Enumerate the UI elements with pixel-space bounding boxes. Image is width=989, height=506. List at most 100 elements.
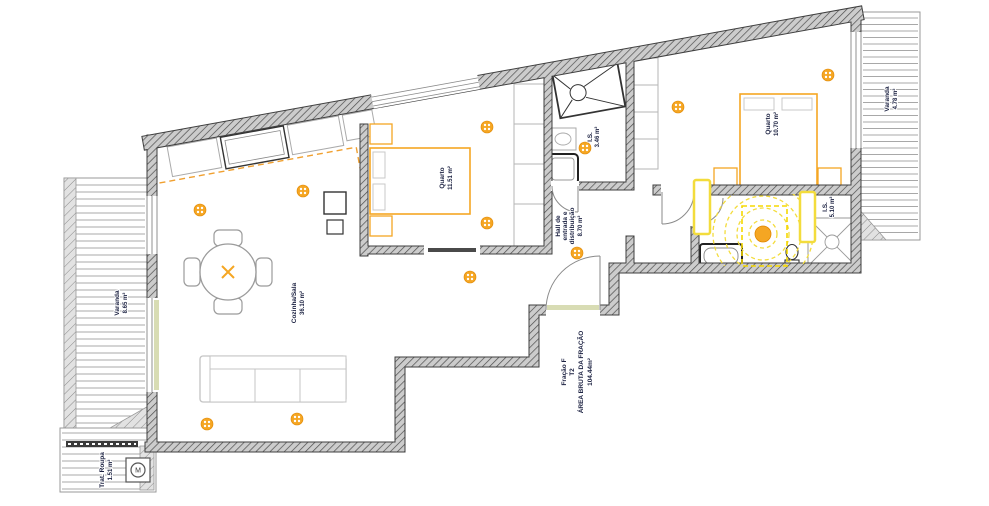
ceiling-light-hole (483, 123, 487, 127)
radiator-highlight-right (798, 190, 817, 244)
svg-text:Trat. Roupa: Trat. Roupa (99, 452, 106, 488)
bed-2 (713, 93, 842, 189)
overhead-cabinet-dashed-line (159, 146, 367, 203)
ceiling-light-hole (299, 187, 303, 191)
svg-text:Fração F: Fração F (561, 358, 568, 385)
ceiling-light-icon (480, 120, 494, 134)
ceiling-light-hole (466, 273, 470, 277)
ceiling-light-hole (678, 103, 682, 107)
ceiling-light-hole (483, 127, 487, 131)
kitchen-tall-units (323, 191, 347, 235)
svg-text:Cozinha/Sala: Cozinha/Sala (291, 282, 298, 323)
ceiling-light-body (671, 100, 685, 114)
highlight-dot (754, 225, 772, 243)
heating-highlight (692, 178, 817, 267)
ceiling-light-hole (297, 419, 301, 423)
svg-text:I.S.: I.S. (587, 132, 594, 142)
ceiling-light-body (290, 412, 304, 426)
sill-entry (547, 305, 599, 310)
oven-unit (323, 191, 347, 215)
ceiling-light-icon (821, 68, 835, 82)
window-left-upper (146, 196, 158, 254)
svg-text:T2: T2 (569, 368, 576, 376)
ceiling-light-hole (207, 420, 211, 424)
ceiling-light-hole (487, 223, 491, 227)
ceiling-light-hole (303, 191, 307, 195)
window-gap (370, 74, 480, 109)
ceiling-light-hole (678, 107, 682, 111)
ceiling-light-body (463, 270, 477, 284)
svg-text:distribuição: distribuição (569, 208, 576, 245)
chair (183, 257, 201, 287)
svg-text:8.65 m²: 8.65 m² (122, 293, 129, 314)
room-label-varanda-right: Varanda 4.78 m² (883, 85, 900, 113)
ceiling-light-hole (581, 144, 585, 148)
svg-text:104.44m²: 104.44m² (587, 357, 594, 386)
ceiling-light-hole (196, 210, 200, 214)
ceiling-light-hole (200, 206, 204, 210)
bed-1 (369, 123, 471, 237)
kitchen-appliance-unit (219, 125, 290, 170)
balcony-right-outline (855, 11, 921, 241)
svg-text:11.51 m²: 11.51 m² (447, 166, 454, 190)
laundry-area: M (59, 427, 157, 493)
ceiling-light-hole (573, 249, 577, 253)
wardrobe-2 (631, 57, 659, 170)
ceiling-light-hole (483, 219, 487, 223)
ceiling-light-hole (487, 123, 491, 127)
ceiling-light-icon (200, 417, 214, 431)
wall-segment (142, 6, 864, 150)
svg-text:4.78 m²: 4.78 m² (892, 89, 899, 110)
ceiling-light-hole (585, 144, 589, 148)
ceiling-light-body (193, 203, 207, 217)
ceiling-light-icon (671, 100, 685, 114)
ceiling-light-body (200, 417, 214, 431)
svg-text:entrada e: entrada e (562, 211, 569, 240)
ceiling-light-hole (207, 424, 211, 428)
ceiling-light-icon (570, 246, 584, 260)
balcony-left (63, 177, 157, 449)
dining-table (183, 229, 273, 315)
room-label-is-1: I.S. 3.46 m² (586, 126, 602, 149)
ceiling-light-hole (828, 71, 832, 75)
ceiling-light-hole (293, 415, 297, 419)
ceiling-light-hole (674, 103, 678, 107)
svg-text:10.70 m²: 10.70 m² (773, 112, 780, 136)
ceiling-lights (193, 68, 835, 431)
svg-text:5.10 m²: 5.10 m² (829, 197, 836, 218)
svg-text:3.46 m²: 3.46 m² (594, 127, 601, 148)
room-labels: Varanda 8.65 m² Cozinha/Sala 36.10 m² Qu… (98, 85, 900, 489)
shower-tray-1 (551, 62, 627, 120)
kitchen-counter-2 (286, 115, 345, 156)
is1-fixtures (547, 127, 579, 185)
ceiling-light-hole (577, 249, 581, 253)
kitchen-counter-1 (166, 137, 223, 178)
washbasin (549, 127, 577, 151)
ceiling-light-body (296, 184, 310, 198)
shower-highlight-zone (741, 205, 788, 267)
svg-text:ÁREA BRUTA DA FRAÇÃO: ÁREA BRUTA DA FRAÇÃO (576, 331, 585, 414)
ceiling-light-hole (573, 253, 577, 257)
ceiling-light-body (480, 120, 494, 134)
balcony-door-left (146, 298, 153, 392)
svg-text:1.51 m²: 1.51 m² (107, 460, 114, 481)
svg-text:I.S.: I.S. (822, 202, 829, 212)
ceiling-light-hole (577, 253, 581, 257)
ceiling-light-hole (303, 187, 307, 191)
pillow (743, 97, 775, 111)
ceiling-light-icon (193, 203, 207, 217)
chair (255, 257, 273, 287)
pillow (372, 151, 386, 179)
radiator-highlight-left (692, 178, 712, 236)
room-label-trat-roupa: Trat. Roupa 1.51 m² (98, 451, 115, 489)
sliding-door-bedroom1 (428, 248, 476, 252)
ceiling-light-hole (470, 273, 474, 277)
ceiling-light-hole (674, 107, 678, 111)
title-block: Fração F T2 ÁREA BRUTA DA FRAÇÃO 104.44m… (560, 330, 595, 415)
ceiling-light-hole (466, 277, 470, 281)
deck-stripes-left (66, 184, 154, 438)
ceiling-light-hole (487, 127, 491, 131)
window-right (850, 32, 862, 148)
svg-text:Varanda: Varanda (884, 86, 891, 112)
ceiling-light-body (821, 68, 835, 82)
